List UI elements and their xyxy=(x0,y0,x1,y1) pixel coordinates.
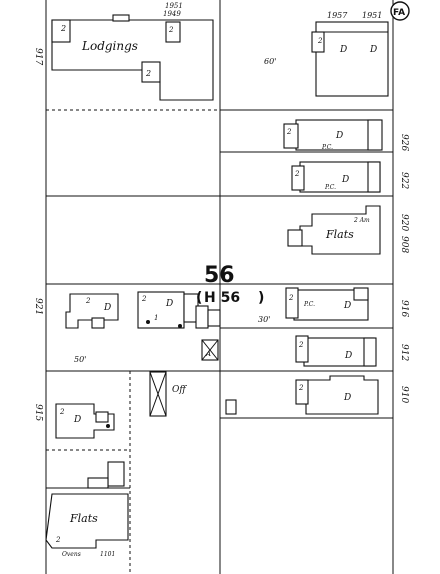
d915-d: D xyxy=(73,415,81,425)
dcl-one: 1 xyxy=(154,314,158,322)
d926-d: D xyxy=(335,131,343,141)
block-ref: ( H 56 ) xyxy=(196,290,264,306)
fa-badge: FA xyxy=(390,1,410,21)
block-ref-number: H 56 xyxy=(204,290,240,306)
auto-shed-label: A xyxy=(205,350,211,358)
d912-d: D xyxy=(344,351,352,361)
street-number-912: 912 xyxy=(399,344,409,361)
d912-story: 2 xyxy=(298,341,304,349)
ne-dwelling: 1957 1951 2 D D xyxy=(311,11,389,97)
dwelling-922: 2 D P.C. xyxy=(291,161,381,193)
flats-bottom: Flats 2 Ovens 1101 xyxy=(45,493,129,558)
street-number-926: 926 xyxy=(399,134,409,151)
street-numbers-right: 926 922 920 916 912 910 908 xyxy=(399,134,409,403)
dwelling-916: 2 D P.C. xyxy=(285,287,369,321)
ne-dwelling-d2: D xyxy=(369,45,377,55)
dwelling-915: D 2 xyxy=(55,403,115,439)
measurement-50: 50' xyxy=(74,355,86,364)
lodgings-story-left: 2 xyxy=(60,24,66,33)
dwelling-912: 2 D xyxy=(295,335,377,367)
flats-bottom-tag-2: 1101 xyxy=(100,551,115,558)
d921-d: D xyxy=(103,303,111,313)
street-number-916: 916 xyxy=(399,300,409,317)
lodgings-story-rear: 2 xyxy=(168,26,174,34)
flats-bottom-tag-1: Ovens xyxy=(62,551,81,558)
office-label: Off xyxy=(172,385,187,395)
lodgings-story-right: 2 xyxy=(145,69,151,78)
dwelling-926: 2 D P.C. xyxy=(283,119,383,151)
d910-story: 2 xyxy=(298,384,304,392)
ne-dwelling-story: 2 xyxy=(317,37,323,45)
street-number-917: 917 xyxy=(33,48,43,65)
svg-text:(: ( xyxy=(196,290,202,306)
d916-pc: P.C. xyxy=(303,301,315,308)
d926-story: 2 xyxy=(286,128,292,136)
flats-bottom-label: Flats xyxy=(69,512,98,525)
d916-d: D xyxy=(343,301,351,311)
d922-story: 2 xyxy=(294,170,300,178)
measurement-60: 60' xyxy=(264,57,276,66)
street-number-915: 915 xyxy=(33,404,43,421)
lodgings-label: Lodgings xyxy=(81,39,138,53)
dwelling-910: 2 D xyxy=(295,375,379,415)
lodgings-building: Lodgings 2 2 2 1951 1949 xyxy=(51,2,214,101)
d926-pc: P.C. xyxy=(321,144,333,151)
street-numbers-left: 921 915 917 xyxy=(33,48,43,421)
dwelling-center-left: 2 D 1 xyxy=(137,291,221,329)
lodgings-year-2: 1949 xyxy=(163,10,181,18)
street-number-920: 920 xyxy=(399,214,409,231)
fa-badge-label: FA xyxy=(393,8,405,18)
lodgings-year-1: 1951 xyxy=(165,2,183,10)
street-number-908: 908 xyxy=(399,236,409,253)
office-building: Off xyxy=(149,371,237,417)
flats-bottom-story: 2 xyxy=(55,536,61,544)
d916-story: 2 xyxy=(288,294,294,302)
d915-story: 2 xyxy=(59,408,65,416)
d921-story: 2 xyxy=(85,297,91,305)
dwelling-921: D 2 xyxy=(65,293,119,329)
street-number-921: 921 xyxy=(33,298,43,315)
auto-shed: A xyxy=(201,339,219,361)
street-number-910: 910 xyxy=(399,386,409,403)
measurement-30: 30' xyxy=(258,315,270,324)
small-shed xyxy=(87,461,125,489)
d922-pc: P.C. xyxy=(324,184,336,191)
dcl-story: 2 xyxy=(141,295,147,303)
ne-year-1: 1957 xyxy=(327,11,348,20)
ne-dwelling-d1: D xyxy=(339,45,347,55)
d910-d: D xyxy=(343,393,351,403)
svg-text:): ) xyxy=(258,290,264,306)
block-number: 56 xyxy=(204,263,235,288)
flats-center: Flats 2 Am xyxy=(287,205,381,255)
d922-d: D xyxy=(341,175,349,185)
flats-center-label: Flats xyxy=(325,228,354,241)
street-number-922: 922 xyxy=(399,172,409,189)
ne-year-2: 1951 xyxy=(362,11,382,20)
dcl-d: D xyxy=(165,299,173,309)
flats-center-note: 2 Am xyxy=(353,217,370,224)
